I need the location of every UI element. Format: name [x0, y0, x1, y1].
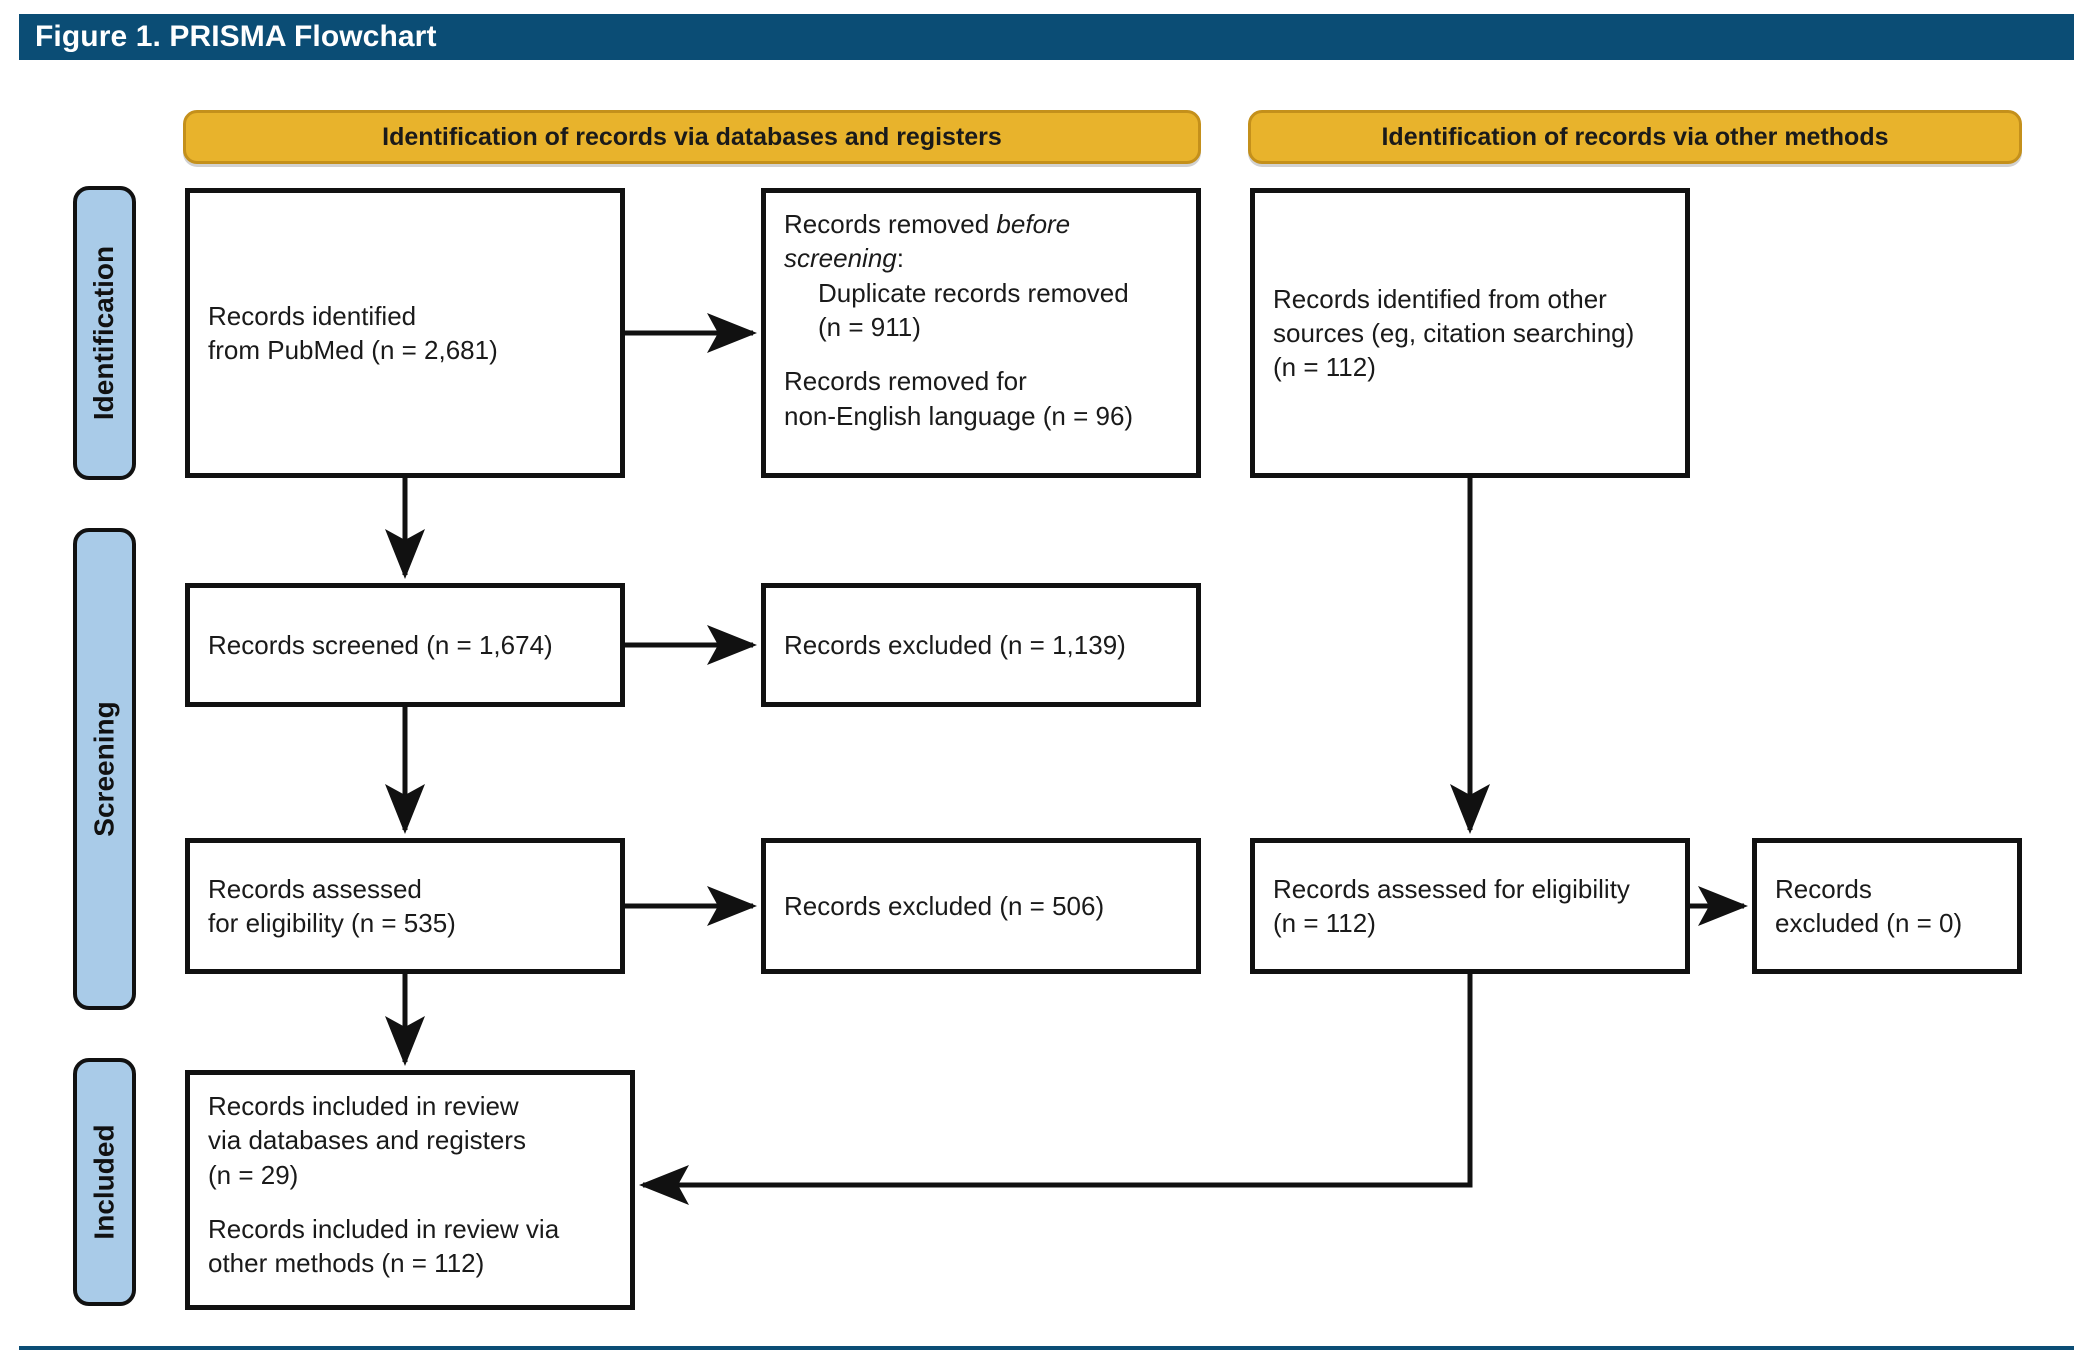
stage-label-included: Included: [73, 1058, 136, 1306]
removed-heading-line2: screening:: [784, 241, 1178, 275]
box-records-excluded-eligibility: Records excluded (n = 506): [761, 838, 1201, 974]
column-header-other-methods: Identification of records via other meth…: [1248, 110, 2022, 164]
bottom-rule: [19, 1346, 2074, 1350]
box-other-records-assessed-eligibility: Records assessed for eligibility (n = 11…: [1250, 838, 1690, 974]
column-header-databases: Identification of records via databases …: [183, 110, 1201, 164]
stage-label-screening-text: Screening: [88, 701, 120, 837]
box-records-assessed-eligibility: Records assessed for eligibility (n = 53…: [185, 838, 625, 974]
box-other-records-excluded: Records excluded (n = 0): [1752, 838, 2022, 974]
included-databases-text: Records included in review via databases…: [208, 1091, 526, 1190]
included-spacer: [208, 1192, 612, 1212]
removed-heading-italic-screening: screening: [784, 243, 897, 274]
stage-label-identification-text: Identification: [88, 245, 120, 421]
removed-heading-italic-before: before: [996, 209, 1071, 239]
box-records-included: Records included in review via databases…: [185, 1070, 635, 1310]
box-records-excluded-screening: Records excluded (n = 1,139): [761, 583, 1201, 707]
stage-label-included-text: Included: [88, 1124, 120, 1240]
box-records-identified: Records identified from PubMed (n = 2,68…: [185, 188, 625, 478]
removed-heading-lead: Records removed: [784, 209, 997, 239]
page-title: Figure 1. PRISMA Flowchart: [35, 20, 437, 53]
arrow-other-eligibility-to-included: [638, 974, 1473, 1205]
removed-heading: Records removed before: [784, 207, 1178, 241]
box-records-screened: Records screened (n = 1,674): [185, 583, 625, 707]
stage-label-identification: Identification: [73, 186, 136, 480]
removed-non-english-text: Records removed for non-English language…: [784, 366, 1134, 431]
box-records-identified-other-sources: Records identified from other sources (e…: [1250, 188, 1690, 478]
included-other-text: Records included in review via other met…: [208, 1213, 560, 1279]
removed-spacer: [784, 344, 1178, 364]
box-records-removed-before-screening: Records removed before screening: Duplic…: [761, 188, 1201, 478]
stage-label-screening: Screening: [73, 528, 136, 1010]
figure-title-bar: Figure 1. PRISMA Flowchart: [19, 14, 2074, 60]
removed-duplicates-text: Duplicate records removed (n = 911): [818, 277, 1129, 342]
removed-heading-colon: :: [896, 243, 904, 274]
